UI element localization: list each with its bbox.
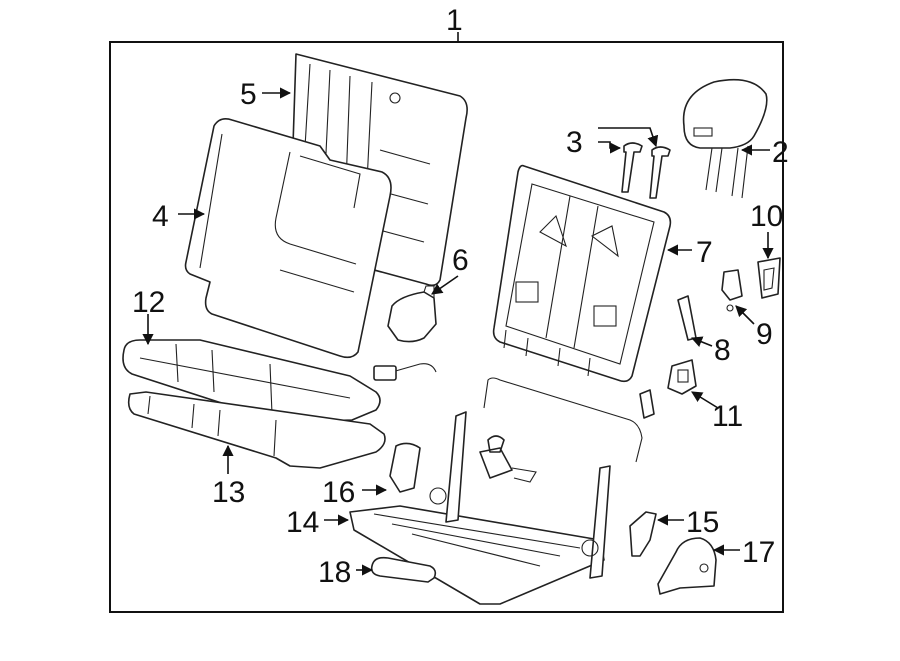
callout-3-leader-a [598, 141, 622, 154]
callout-18: 18 [318, 556, 351, 589]
headrest-guides [621, 142, 671, 199]
callout-8-leader [690, 336, 713, 347]
callout-6: 6 [452, 244, 469, 277]
bracket-right [629, 511, 657, 557]
seat-cushion-cover [122, 339, 381, 423]
hinge-cover-right [657, 537, 717, 595]
seat-back-cover [184, 118, 392, 359]
callout-11-leader [691, 391, 719, 409]
callout-9: 9 [756, 318, 773, 351]
seat-belt-buckle [373, 285, 437, 381]
callout-15: 15 [686, 506, 719, 539]
callout-16: 16 [322, 476, 355, 509]
cable-connector [639, 389, 655, 419]
seat-belt-latch [721, 269, 743, 312]
callout-9-leader [735, 305, 755, 325]
trim-piece [677, 295, 697, 341]
seat-back-frame-folding [492, 164, 672, 383]
release-handle [757, 257, 781, 299]
seat-cushion-pad [127, 391, 386, 469]
callout-7: 7 [696, 236, 713, 269]
callout-1: 1 [446, 4, 463, 37]
headrest [682, 78, 768, 199]
callout-6-leader [431, 275, 459, 295]
callout-3: 3 [566, 126, 583, 159]
diagram-frame [109, 41, 784, 613]
seat-cushion-frame [349, 411, 611, 605]
callout-2: 2 [772, 136, 789, 169]
callout-12: 12 [132, 286, 165, 319]
release-cable [483, 377, 643, 463]
hinge-cover-left [389, 442, 421, 493]
callout-11: 11 [712, 400, 743, 433]
callout-5: 5 [240, 78, 257, 111]
trim-pad [370, 556, 437, 583]
callout-4: 4 [152, 200, 169, 233]
callout-17: 17 [742, 536, 775, 569]
callout-3-leader-b [598, 127, 659, 148]
callout-14: 14 [286, 506, 319, 539]
callout-8: 8 [714, 334, 731, 367]
latch [667, 359, 697, 395]
callout-10: 10 [750, 200, 783, 233]
callout-13: 13 [212, 476, 245, 509]
